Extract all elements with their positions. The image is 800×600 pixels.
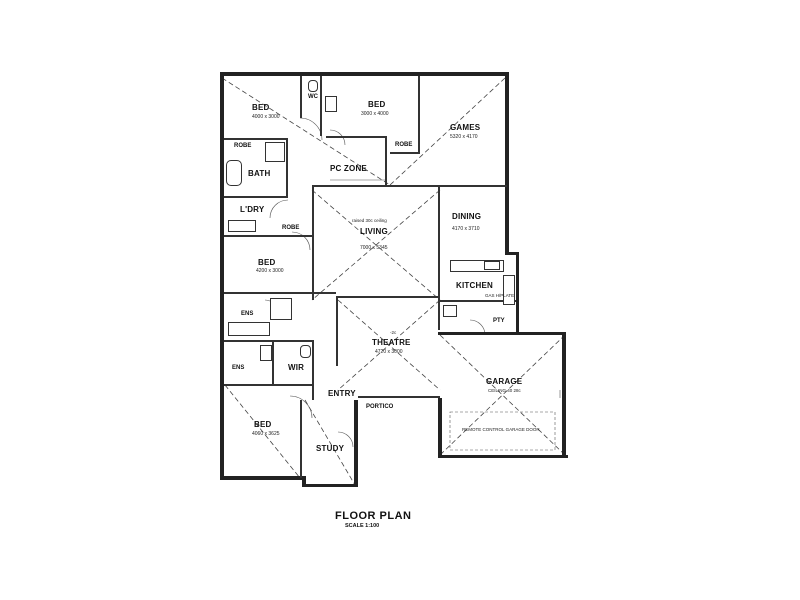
ens-shower: [270, 298, 292, 320]
room-dining-dims: 4170 x 3710: [452, 226, 480, 232]
ens2-toilet: [300, 345, 311, 358]
toilet-fixture: [308, 80, 318, 92]
ens2-basin: [260, 345, 272, 361]
hotplate: [503, 275, 515, 305]
room-bed-2: BED: [368, 100, 386, 109]
room-dining: DINING: [452, 212, 482, 221]
fridge: [443, 305, 457, 317]
room-entry: ENTRY: [328, 389, 356, 398]
room-bed-3: BED: [258, 258, 276, 267]
room-pantry: PTY: [493, 318, 505, 324]
kitchen-hotplate-note: GAS H/PLATE: [485, 293, 515, 298]
room-study: STUDY: [316, 444, 345, 453]
room-theatre-dims: 4720 x 3000: [375, 349, 403, 355]
plan-scale: SCALE 1:100: [345, 523, 380, 529]
theatre-ceiling-note: -2c: [390, 330, 397, 335]
room-kitchen: KITCHEN: [456, 281, 493, 290]
room-wir: WIR: [288, 363, 305, 372]
kitchen-sink: [484, 261, 500, 270]
room-robe-1: ROBE: [234, 143, 252, 149]
room-theatre: THEATRE: [372, 338, 411, 347]
room-garage: GARAGE: [486, 377, 523, 386]
room-bath: BATH: [248, 169, 271, 178]
ens-vanity: [228, 322, 270, 336]
room-bed-4: BED: [254, 420, 272, 429]
remote-garage-door: REMOTE CONTROL GARAGE DOOR: [462, 427, 540, 432]
room-robe-2: ROBE: [395, 142, 413, 148]
bath-fixture: [226, 160, 242, 186]
garage-ceiling-note: CEILING 40 28c: [488, 388, 521, 393]
room-ensuite-1: ENS: [241, 311, 254, 317]
plan-title: FLOOR PLAN: [335, 510, 412, 522]
room-laundry: L'DRY: [240, 205, 265, 214]
room-robe-3: ROBE: [282, 225, 300, 231]
room-games: GAMES: [450, 123, 481, 132]
room-bed-1-dims: 4000 x 3000: [252, 114, 280, 120]
room-bed-1: BED: [252, 103, 270, 112]
room-bed-4-dims: 4060 x 3625: [252, 431, 280, 437]
room-living: LIVING: [360, 227, 388, 236]
room-living-dims: 7000 x 5345: [360, 245, 388, 251]
room-portico: PORTICO: [366, 404, 394, 410]
shower-fixture: [265, 142, 285, 162]
room-ensuite-2: ENS: [232, 365, 245, 371]
laundry-trough: [228, 220, 256, 232]
living-ceiling-note: raised 30c ceiling: [352, 218, 387, 223]
basin-fixture: [325, 96, 337, 112]
room-bed-2-dims: 3000 x 4000: [361, 111, 389, 117]
room-pc-zone: PC ZONE: [330, 164, 367, 173]
room-bed-3-dims: 4200 x 3000: [256, 268, 284, 274]
room-games-dims: 5320 x 4170: [450, 134, 478, 140]
room-wc: WC: [308, 94, 318, 100]
